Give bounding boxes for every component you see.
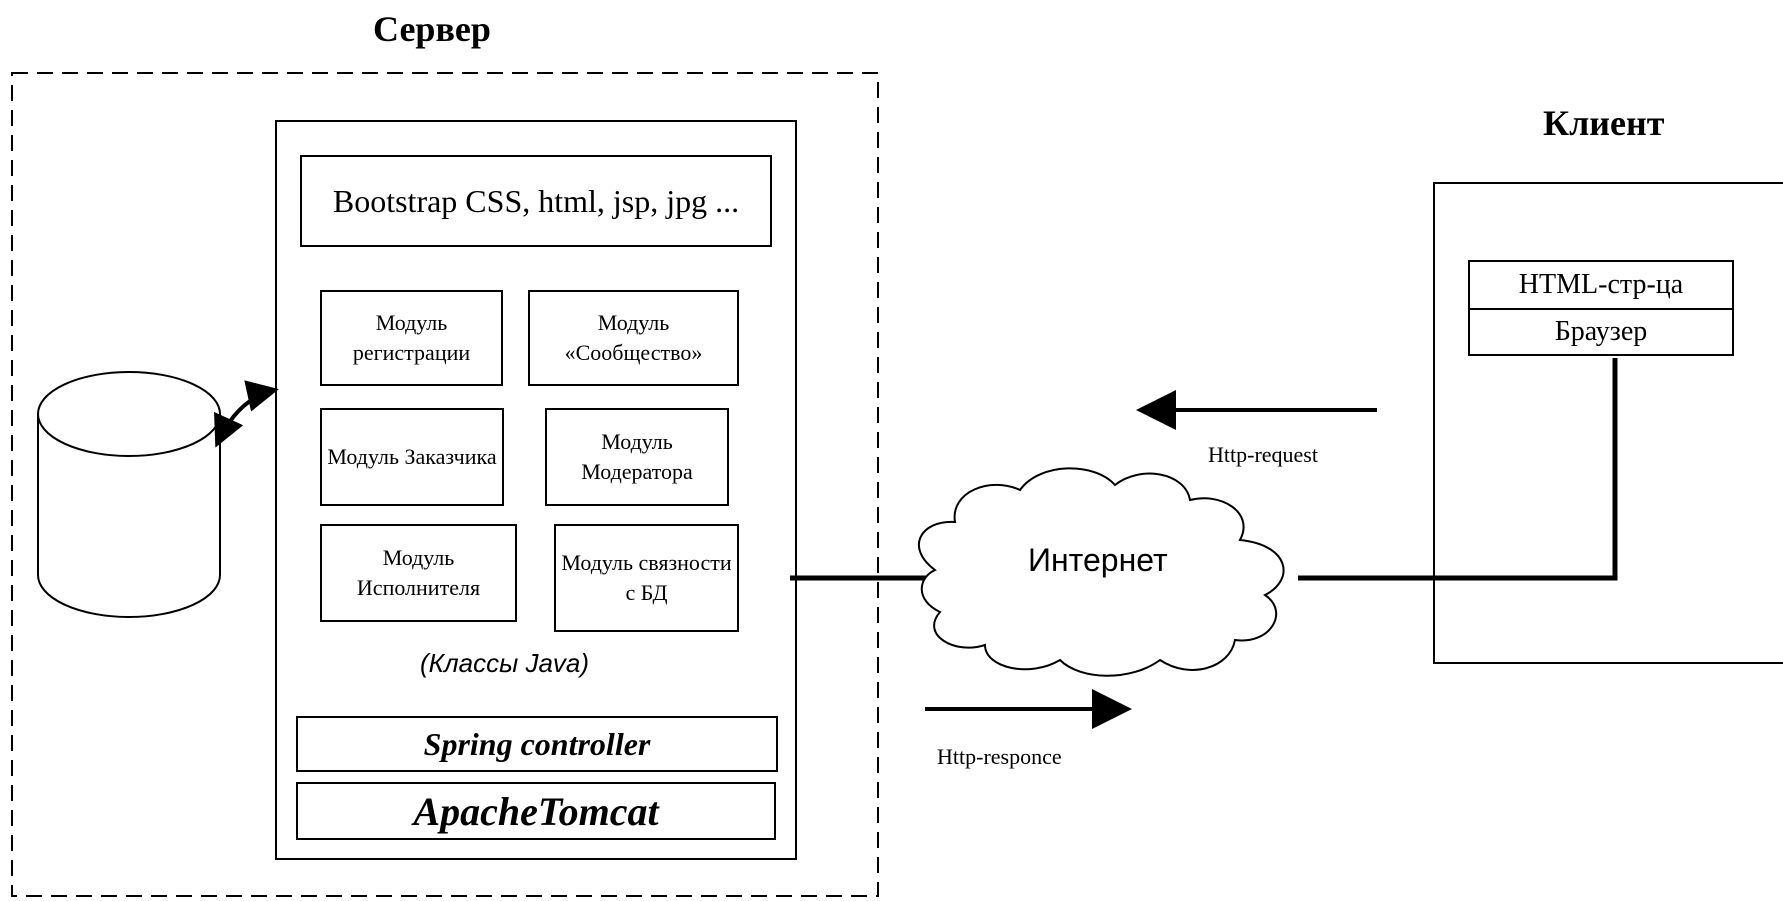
internet-client-line	[1298, 358, 1618, 581]
module-community: Модуль «Сообщество»	[528, 290, 739, 386]
http-response-label: Http-responce	[937, 744, 1062, 769]
java-classes-note: (Классы Java)	[420, 648, 590, 678]
http-request-label: Http-request	[1208, 442, 1318, 467]
browser-cell: Браузер	[1468, 308, 1734, 356]
module-customer: Модуль Заказчика	[320, 408, 504, 506]
client-container	[1433, 182, 1783, 664]
cloud-icon	[917, 467, 1285, 677]
client-title: Клиент	[1543, 103, 1665, 143]
web-resources-box: Bootstrap CSS, html, jsp, jpg ...	[300, 155, 772, 247]
application-container	[275, 120, 797, 860]
apache-tomcat-layer: ApacheTomcat	[296, 782, 776, 840]
db-link-arrow	[214, 380, 279, 448]
server-boundary	[11, 72, 879, 897]
module-moderator: Модуль Модератора	[545, 408, 729, 506]
module-registration: Модуль регистрации	[320, 290, 503, 386]
database-icon	[37, 371, 221, 618]
html-page-cell: HTML-стр-ца	[1468, 260, 1734, 310]
server-title: Сервер	[373, 9, 491, 49]
internet-label: Интернет	[1028, 542, 1168, 578]
module-executor: Модуль Исполнителя	[320, 524, 517, 622]
module-db-connectivity: Модуль связности с БД	[554, 524, 739, 632]
spring-controller-layer: Spring controller	[296, 716, 778, 772]
